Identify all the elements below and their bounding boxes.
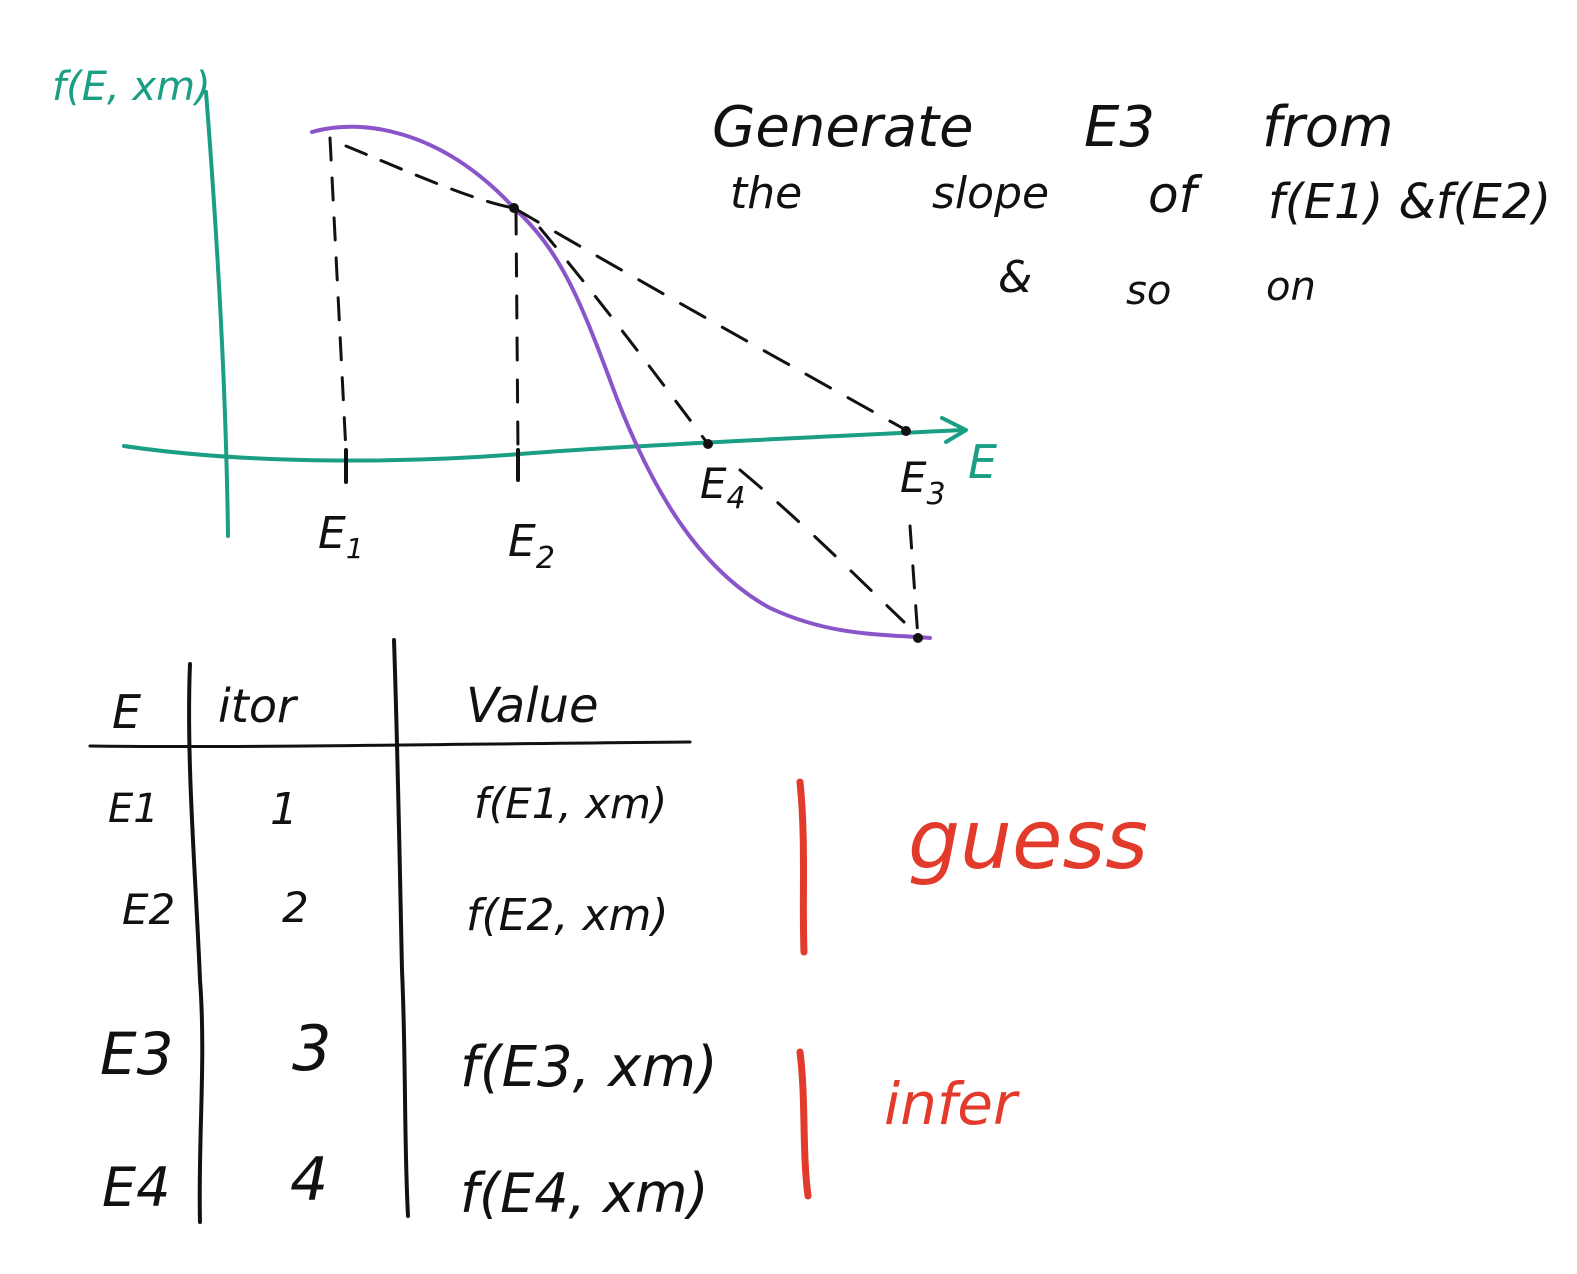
table-row-2-value: f(E2, xm)	[466, 890, 669, 941]
table-row-1-value: f(E1, xm)	[474, 779, 667, 828]
label-e1: E1	[318, 508, 364, 565]
note-word-generate: Generate	[712, 95, 974, 160]
table-row-1-e: E1	[108, 786, 159, 832]
function-curve	[310, 124, 932, 640]
note-word-ampersand: &	[998, 252, 1032, 303]
annotation-guess: guess	[908, 793, 1148, 888]
note-word-e3: E3	[1084, 95, 1155, 160]
annotation-infer: infer	[884, 1070, 1020, 1138]
note-word-the: the	[730, 168, 802, 219]
secant-e1-e2	[344, 144, 516, 210]
table-header-value: Value	[466, 678, 598, 734]
x-axis-arrowhead	[940, 416, 968, 444]
iteration-table: E itor Value E1 1 f(E1, xm) E2 2 f(E2, x…	[88, 638, 718, 1225]
point-e3	[901, 426, 911, 436]
drop-line-e1	[328, 136, 348, 454]
drop-line-e3	[908, 524, 920, 640]
annotations: guess infer	[796, 778, 1148, 1200]
graph: f(E, xm) E E1 E2 E4	[52, 64, 997, 643]
x-axis-label: E	[968, 435, 997, 489]
table-row-2-e: E2	[122, 885, 175, 934]
secant-e4-e3-lower	[738, 468, 906, 624]
point-e4	[703, 439, 713, 449]
note-word-slope: slope	[932, 168, 1049, 219]
table-divider-1	[187, 662, 205, 1224]
note-word-f-e1-f-e2: f(E1) &f(E2)	[1268, 174, 1551, 230]
note-word-on: on	[1266, 264, 1316, 310]
table-row-4-e: E4	[102, 1156, 170, 1219]
infer-bracket	[796, 1048, 812, 1200]
secant-e2-e4	[538, 226, 710, 446]
note-word-so: so	[1126, 268, 1171, 314]
point-f-e3	[913, 633, 923, 643]
note-word-from: from	[1262, 95, 1394, 160]
table-header-e: E	[112, 685, 141, 739]
table-header-rule	[88, 740, 692, 749]
point-f-e2	[509, 203, 519, 213]
y-axis	[204, 90, 230, 538]
table-row-1-itor: 1	[270, 784, 298, 835]
note: Generate E3 from the slope of f(E1) &f(E…	[712, 95, 1551, 314]
note-word-of: of	[1148, 166, 1203, 224]
table-row-4-value: f(E4, xm)	[460, 1162, 709, 1225]
table-row-3-itor: 3	[292, 1012, 331, 1085]
table-divider-2	[392, 638, 410, 1218]
label-e2: E2	[508, 516, 555, 576]
table-header-itor: itor	[218, 679, 299, 733]
drop-line-e2	[514, 210, 520, 454]
guess-bracket	[796, 778, 808, 956]
table-row-3-e: E3	[100, 1020, 174, 1088]
label-e3: E3	[900, 453, 946, 512]
x-axis	[122, 428, 964, 463]
table-row-3-value: f(E3, xm)	[460, 1035, 718, 1100]
label-e4: E4	[700, 459, 746, 516]
secant-e2-e3	[512, 206, 908, 432]
y-axis-label: f(E, xm)	[52, 64, 211, 110]
table-row-4-itor: 4	[290, 1145, 328, 1215]
table-row-2-itor: 2	[282, 883, 309, 932]
